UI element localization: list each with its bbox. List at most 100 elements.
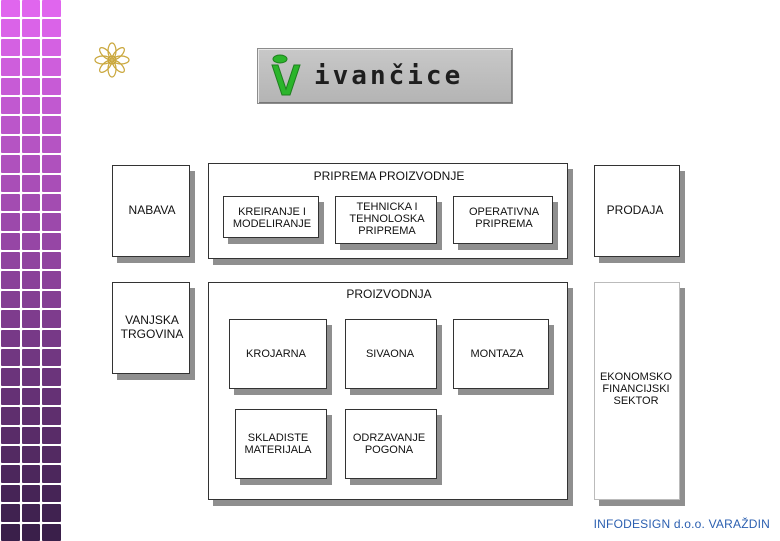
montaza-label: MONTAZA — [470, 348, 524, 360]
strip-tile — [21, 465, 41, 483]
strip-tile — [21, 426, 41, 444]
kreiranje-label: KREIRANJE I MODELIRANJE — [232, 206, 312, 230]
strip-tile — [42, 0, 61, 18]
strip-tile — [1, 523, 20, 541]
strip-tile — [1, 349, 20, 367]
strip-tile — [1, 465, 20, 483]
strip-tile — [42, 387, 61, 406]
strip-tile — [42, 523, 61, 541]
nabava-box: NABAVA — [112, 165, 190, 257]
strip-tile — [42, 193, 61, 212]
strip-tile — [21, 484, 41, 503]
montaza-box: MONTAZA — [453, 319, 549, 389]
strip-tile — [42, 329, 61, 348]
footer-credit: INFODESIGN d.o.o. VARAŽDIN — [593, 517, 770, 531]
strip-tile — [21, 38, 41, 57]
strip-tile — [42, 155, 61, 173]
strip-tile — [1, 387, 20, 406]
ekonomsko-financijski-box: EKONOMSKO FINANCIJSKI SEKTOR — [594, 282, 680, 500]
vanjska-trgovina-label: VANJSKA TRGOVINA — [120, 313, 184, 341]
strip-tile — [21, 368, 41, 386]
strip-tile — [42, 484, 61, 503]
prodaja-box: PRODAJA — [594, 165, 680, 257]
strip-tile — [42, 465, 61, 483]
tehnicka-box: TEHNICKA I TEHNOLOSKA PRIPREMA — [335, 196, 437, 244]
strip-tile — [21, 504, 41, 522]
strip-tile — [21, 329, 41, 348]
strip-tile — [42, 310, 61, 328]
strip-tile — [42, 252, 61, 270]
flower-emblem-icon — [94, 42, 130, 78]
logo-text: ivančice — [314, 61, 464, 91]
strip-tile — [21, 155, 41, 173]
strip-tile — [1, 504, 20, 522]
strip-tile — [1, 368, 20, 386]
strip-tile — [1, 407, 20, 425]
strip-tile — [42, 232, 61, 251]
krojarna-box: KROJARNA — [229, 319, 327, 389]
strip-tile — [21, 232, 41, 251]
strip-tile — [21, 174, 41, 192]
strip-tile — [42, 77, 61, 95]
odrzavanje-box: ODRZAVANJE POGONA — [345, 409, 437, 479]
strip-tile — [21, 445, 41, 464]
tehnicka-label: TEHNICKA I TEHNOLOSKA PRIPREMA — [349, 201, 425, 237]
strip-tile — [42, 38, 61, 57]
strip-tile — [1, 445, 20, 464]
kreiranje-box: KREIRANJE I MODELIRANJE — [223, 196, 319, 238]
strip-tile — [42, 213, 61, 231]
strip-tile — [1, 77, 20, 95]
strip-tile — [21, 407, 41, 425]
decorative-tile-strip — [0, 0, 62, 541]
strip-tile — [1, 271, 20, 289]
strip-tile — [42, 407, 61, 425]
strip-tile — [42, 135, 61, 154]
strip-tile — [1, 19, 20, 37]
prodaja-label: PRODAJA — [606, 203, 664, 217]
strip-tile — [21, 252, 41, 270]
strip-tile — [1, 193, 20, 212]
strip-tile — [1, 0, 20, 18]
strip-tile — [42, 96, 61, 115]
strip-tile — [21, 19, 41, 37]
odrzavanje-label: ODRZAVANJE POGONA — [352, 432, 426, 456]
strip-tile — [1, 116, 20, 134]
strip-tile — [42, 368, 61, 386]
strip-tile — [21, 58, 41, 76]
strip-tile — [1, 484, 20, 503]
strip-tile — [1, 135, 20, 154]
strip-tile — [1, 96, 20, 115]
strip-tile — [1, 426, 20, 444]
strip-tile — [1, 329, 20, 348]
strip-tile — [42, 445, 61, 464]
logo-mark-icon — [271, 54, 301, 96]
strip-tile — [42, 174, 61, 192]
strip-tile — [21, 271, 41, 289]
strip-tile — [42, 19, 61, 37]
priprema-proizvodnje-title: PRIPREMA PROIZVODNJE — [313, 169, 465, 183]
strip-tile — [42, 349, 61, 367]
skladiste-label: SKLADISTE MATERIJALA — [244, 432, 312, 456]
strip-tile — [1, 252, 20, 270]
strip-tile — [21, 116, 41, 134]
strip-tile — [1, 174, 20, 192]
strip-tile — [1, 58, 20, 76]
strip-tile — [42, 271, 61, 289]
strip-tile — [42, 116, 61, 134]
strip-tile — [21, 77, 41, 95]
strip-tile — [1, 290, 20, 309]
nabava-label: NABAVA — [128, 203, 176, 217]
strip-tile — [21, 290, 41, 309]
vanjska-trgovina-box: VANJSKA TRGOVINA — [112, 282, 190, 374]
proizvodnja-title: PROIZVODNJA — [346, 287, 432, 301]
strip-tile — [42, 290, 61, 309]
strip-tile — [42, 58, 61, 76]
strip-tile — [21, 523, 41, 541]
strip-tile — [21, 387, 41, 406]
operativna-label: OPERATIVNA PRIPREMA — [468, 206, 540, 230]
priprema-proizvodnje-box: PRIPREMA PROIZVODNJE KREIRANJE I MODELIR… — [208, 163, 568, 259]
krojarna-label: KROJARNA — [246, 348, 306, 360]
strip-tile — [21, 310, 41, 328]
strip-tile — [21, 135, 41, 154]
sivaona-label: SIVAONA — [365, 348, 415, 360]
